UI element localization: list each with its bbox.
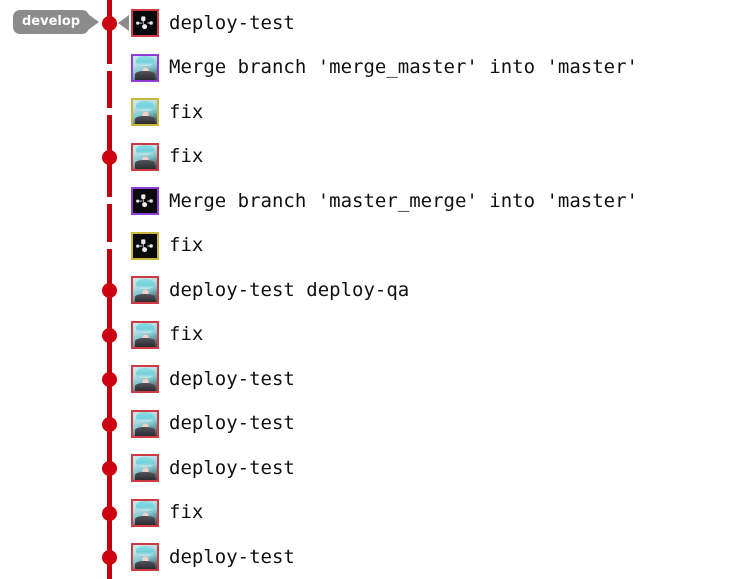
commit-message: fix [169, 234, 204, 256]
commit-author-avatar [131, 498, 159, 527]
commit-message: fix [169, 323, 204, 345]
graph-lane-gap [107, 197, 112, 204]
commit-node-dot[interactable] [102, 461, 117, 476]
commit-message: Merge branch 'merge_master' into 'master… [169, 56, 638, 78]
commit-author-avatar [131, 409, 159, 438]
graph-lane-gap [107, 241, 112, 249]
commit-row[interactable]: deploy-test deploy-qa [131, 273, 409, 307]
commit-author-avatar [131, 53, 159, 82]
commit-node-dot[interactable] [102, 149, 117, 165]
commit-row[interactable]: fix [131, 140, 203, 174]
commit-node-dot[interactable] [102, 327, 117, 343]
commit-author-avatar [131, 276, 159, 304]
commit-message: deploy-test [169, 11, 295, 34]
commit-message: fix [169, 145, 204, 167]
commit-row[interactable]: deploy-test [131, 540, 295, 574]
commit-row[interactable]: deploy-test [131, 6, 295, 40]
commit-node-dot[interactable] [102, 283, 117, 298]
commit-author-avatar [131, 320, 159, 349]
graph-lane-gap [107, 63, 112, 71]
commit-message: deploy-test [169, 412, 295, 434]
commit-author-avatar [131, 365, 159, 393]
commit-message: fix [169, 501, 204, 523]
commit-row[interactable]: fix [131, 229, 203, 263]
commit-author-avatar [131, 98, 159, 126]
commit-node-dot[interactable] [102, 505, 117, 521]
head-pointer-arrow-icon [118, 15, 129, 31]
commit-author-avatar [131, 543, 159, 571]
commit-message: deploy-test [169, 367, 295, 390]
commit-message: deploy-test deploy-qa [169, 278, 410, 301]
graph-lane-gap [107, 108, 112, 115]
commit-node-dot[interactable] [102, 372, 117, 387]
commit-row[interactable]: deploy-test [131, 407, 295, 441]
commit-row[interactable]: fix [131, 95, 203, 129]
commit-author-glyph-avatar [131, 9, 159, 37]
commit-message: Merge branch 'master_merge' into 'master… [169, 189, 638, 212]
commit-author-avatar [131, 454, 159, 482]
commit-message: fix [169, 100, 204, 123]
commit-row[interactable]: Merge branch 'master_merge' into 'master… [131, 184, 638, 218]
branch-ref-label: develop [13, 10, 90, 34]
commit-node-dot[interactable] [102, 16, 117, 31]
commit-node-dot[interactable] [102, 550, 117, 565]
commit-node-dot[interactable] [102, 416, 117, 432]
commit-row[interactable]: Merge branch 'merge_master' into 'master… [131, 51, 638, 85]
commit-author-glyph-avatar [131, 187, 159, 215]
commit-row[interactable]: deploy-test [131, 362, 295, 396]
commit-author-glyph-avatar [131, 231, 159, 260]
branch-ref-badge-develop[interactable]: develop [13, 10, 100, 34]
commit-row[interactable]: fix [131, 318, 203, 352]
commit-message: deploy-test [169, 545, 295, 568]
branch-ref-arrow-icon [88, 14, 100, 30]
commit-message: deploy-test [169, 456, 295, 479]
commit-row[interactable]: deploy-test [131, 451, 295, 485]
commit-author-avatar [131, 142, 159, 171]
commit-row[interactable]: fix [131, 496, 203, 530]
